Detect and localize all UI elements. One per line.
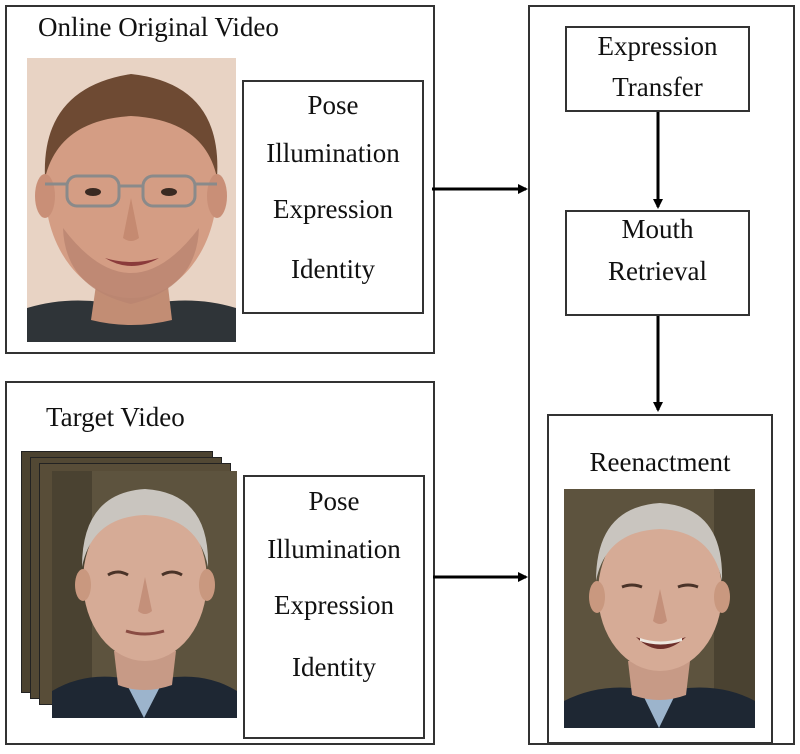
- source-face-drawing: [27, 58, 236, 342]
- target-attr-illumination: Illumination: [267, 534, 401, 564]
- target-attr-expression: Expression: [274, 590, 394, 620]
- target-attr-pose: Pose: [308, 486, 360, 516]
- source-attr-identity: Identity: [291, 254, 375, 284]
- target-face-image: [52, 471, 237, 718]
- source-face-image: [27, 58, 236, 342]
- reenactment-title: Reenactment: [589, 447, 731, 477]
- source-attr-illumination: Illumination: [266, 138, 400, 168]
- expression-transfer-box: [565, 26, 750, 112]
- target-attr-identity: Identity: [292, 652, 376, 682]
- mouth-retrieval-box: [565, 210, 750, 316]
- expression-transfer-line2: Transfer: [612, 72, 703, 102]
- expression-transfer-line1: Expression: [597, 31, 718, 61]
- target-panel-title: Target Video: [46, 402, 185, 432]
- source-attr-expression: Expression: [273, 194, 393, 224]
- source-panel-title: Online Original Video: [38, 12, 279, 42]
- source-attr-pose: Pose: [307, 90, 359, 120]
- reenactment-face-image: [564, 489, 755, 728]
- mouth-retrieval-line1: Mouth: [621, 214, 694, 244]
- reenactment-face-drawing: [564, 489, 755, 728]
- mouth-retrieval-line2: Retrieval: [608, 256, 707, 286]
- target-attributes-box: [243, 475, 425, 739]
- source-attributes-box: [242, 80, 424, 314]
- target-face-drawing: [52, 471, 237, 718]
